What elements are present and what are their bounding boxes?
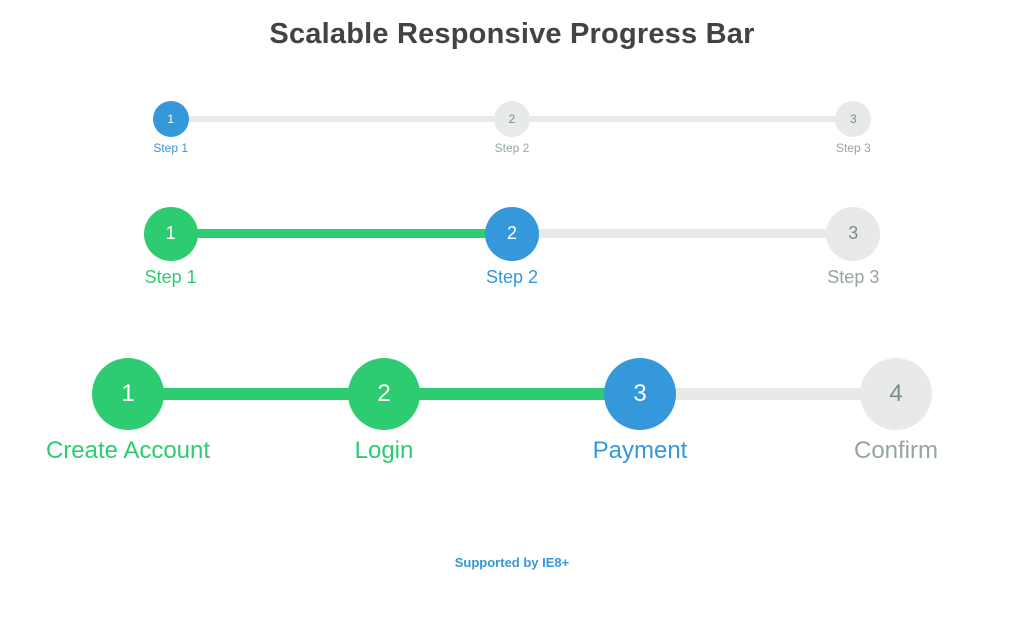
step-label: Step 3 bbox=[835, 140, 871, 155]
progress-step: 3 Payment bbox=[384, 357, 768, 466]
progress-step: 1 Step 1 bbox=[0, 101, 341, 155]
progress-step: 2 Step 2 bbox=[170, 206, 682, 288]
step-label: Payment bbox=[592, 437, 688, 465]
step-circle: 3 bbox=[835, 101, 872, 137]
step-circle: 2 bbox=[484, 206, 539, 261]
progress-step: 1 Step 1 bbox=[0, 206, 341, 288]
step-connector bbox=[512, 229, 854, 239]
step-circle: 1 bbox=[92, 357, 164, 430]
step-circle: 1 bbox=[143, 206, 198, 261]
step-circle: 2 bbox=[493, 101, 530, 137]
step-label: Step 1 bbox=[153, 140, 189, 155]
step-connector bbox=[512, 116, 854, 122]
step-number: 1 bbox=[165, 223, 176, 244]
step-label: Step 2 bbox=[494, 140, 530, 155]
step-connector bbox=[170, 116, 512, 122]
step-number: 3 bbox=[633, 379, 647, 407]
step-number: 2 bbox=[508, 112, 516, 126]
step-label: Step 1 bbox=[144, 266, 197, 287]
step-number: 3 bbox=[848, 223, 859, 244]
step-number: 1 bbox=[167, 112, 174, 126]
step-label: Login bbox=[354, 437, 414, 465]
step-number: 3 bbox=[849, 112, 857, 126]
step-connector bbox=[170, 229, 512, 239]
step-number: 1 bbox=[121, 379, 135, 407]
step-connector bbox=[128, 387, 384, 400]
progress-step: 1 Create Account bbox=[0, 357, 256, 466]
step-connector bbox=[640, 387, 896, 400]
progress-step: 3 Step 3 bbox=[512, 101, 1024, 155]
step-label: Step 2 bbox=[485, 266, 539, 287]
step-circle: 4 bbox=[860, 357, 932, 430]
progress-step: 3 Step 3 bbox=[512, 206, 1024, 288]
progress-step: 4 Confirm bbox=[640, 357, 1024, 466]
footer-note: Supported by IE8+ bbox=[454, 555, 570, 571]
step-circle: 3 bbox=[604, 357, 676, 430]
step-circle: 2 bbox=[348, 357, 420, 430]
step-label: Create Account bbox=[45, 437, 211, 465]
progress-step: 2 Step 2 bbox=[170, 101, 682, 155]
step-label: Step 3 bbox=[827, 266, 880, 287]
progress-bar-large: 1 Create Account 2 Login 3 Payment 4 Con… bbox=[0, 357, 1024, 466]
step-label: Confirm bbox=[853, 437, 938, 465]
progress-bar-small: 1 Step 1 2 Step 2 3 Step 3 bbox=[0, 101, 1024, 155]
step-number: 2 bbox=[377, 379, 391, 407]
step-circle: 1 bbox=[152, 101, 189, 137]
step-circle: 3 bbox=[826, 206, 881, 261]
step-connector bbox=[384, 387, 640, 400]
progress-bar-medium: 1 Step 1 2 Step 2 3 Step 3 bbox=[0, 206, 1024, 288]
progress-step: 2 Login bbox=[128, 357, 512, 466]
page-title: Scalable Responsive Progress Bar bbox=[269, 18, 755, 50]
step-number: 2 bbox=[506, 223, 517, 244]
step-number: 4 bbox=[889, 379, 903, 407]
